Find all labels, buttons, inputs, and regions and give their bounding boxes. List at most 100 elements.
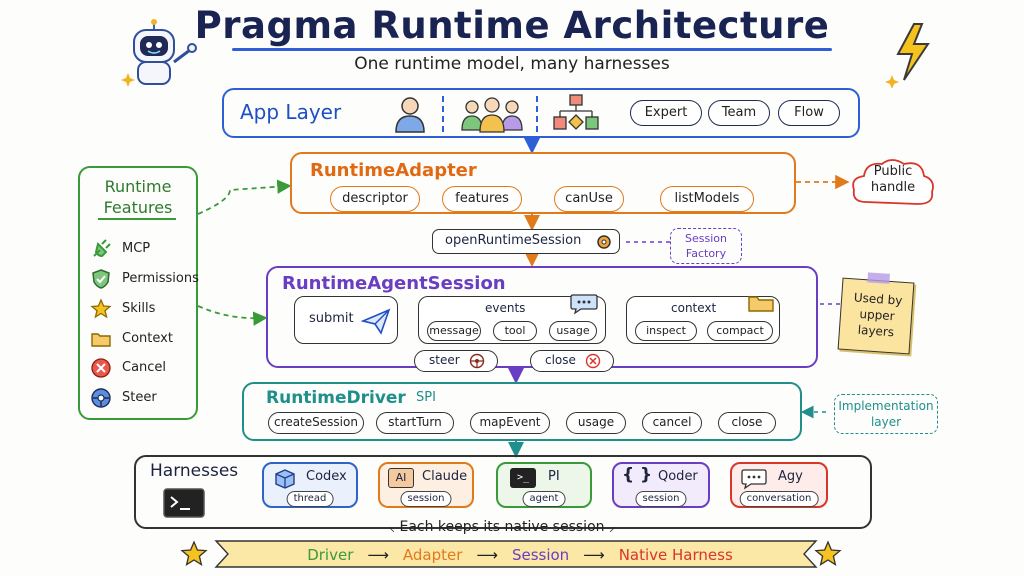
tape	[867, 272, 890, 284]
terminal-icon: >_	[510, 468, 536, 488]
star-icon	[180, 540, 208, 566]
session-factory-note: Session Factory	[670, 228, 742, 264]
braces-icon: { }	[622, 465, 653, 485]
harness-codex-name: Codex	[306, 469, 347, 484]
star-icon	[814, 540, 842, 566]
flow-step-driver: Driver	[307, 546, 354, 564]
page-title: Pragma Runtime Architecture	[194, 4, 830, 47]
descriptor-pill[interactable]: descriptor	[330, 186, 420, 212]
events-title: events	[485, 301, 526, 315]
features-pill[interactable]: features	[442, 186, 522, 212]
flow-banner: Driver ⟶ Adapter ⟶ Session ⟶ Native Harn…	[230, 544, 810, 566]
context-inspect-pill[interactable]: inspect	[635, 321, 697, 341]
feature-context: Context	[122, 331, 173, 346]
chat-bubble-icon	[570, 294, 598, 315]
context-compact-pill[interactable]: compact	[707, 321, 773, 341]
harness-qoder[interactable]: { } Qoder session	[612, 462, 710, 508]
star-icon	[90, 298, 112, 319]
team-button[interactable]: Team	[708, 100, 770, 126]
steer-button[interactable]: steer	[414, 350, 498, 372]
cloud-icon	[852, 159, 934, 205]
plug-icon	[93, 239, 111, 258]
harness-codex[interactable]: Codex thread	[262, 462, 358, 508]
start-turn-pill[interactable]: startTurn	[376, 412, 454, 434]
flow-step-adapter: Adapter	[402, 546, 463, 564]
harness-claude-name: Claude	[422, 469, 468, 484]
harnesses-footer: ⸜ Each keeps its native session ⸝	[372, 517, 632, 536]
ai-badge-icon: AI	[388, 468, 414, 488]
event-message-pill[interactable]: message	[427, 321, 481, 341]
app-layer-box: App Layer Expert Team Flow	[222, 88, 860, 138]
flow-diagram-icon	[553, 94, 599, 130]
divider	[536, 96, 538, 132]
app-layer-label: App Layer	[240, 100, 342, 124]
harness-agy-session: conversation	[739, 491, 819, 507]
context-box: context inspect compact	[626, 296, 780, 344]
cancel-pill[interactable]: cancel	[642, 412, 702, 434]
steering-wheel-icon	[91, 388, 111, 408]
listmodels-pill[interactable]: listModels	[660, 186, 754, 212]
runtime-driver-box: RuntimeDriver SPI createSession startTur…	[242, 382, 802, 441]
runtime-adapter-label: RuntimeAdapter	[310, 160, 477, 181]
arrow-right-icon: ⟶	[476, 546, 498, 564]
lightning-icon	[885, 23, 930, 88]
paper-plane-icon	[361, 308, 391, 335]
feature-cancel: Cancel	[122, 360, 167, 375]
terminal-icon	[163, 488, 205, 518]
close-icon	[585, 353, 601, 369]
gear-icon	[597, 235, 611, 249]
runtime-agent-session-box: RuntimeAgentSession submit events messag…	[266, 266, 818, 368]
map-event-pill[interactable]: mapEvent	[470, 412, 550, 434]
feature-mcp: MCP	[122, 241, 151, 256]
event-tool-pill[interactable]: tool	[493, 321, 537, 341]
events-box: events message tool usage	[418, 294, 606, 344]
harness-codex-session: thread	[286, 491, 334, 507]
create-session-pill[interactable]: createSession	[268, 412, 364, 434]
harness-pi-name: PI	[548, 469, 560, 484]
flow-step-native-harness: Native Harness	[618, 546, 733, 564]
feature-steer: Steer	[122, 390, 157, 405]
robot-mascot-icon	[121, 19, 197, 87]
harness-pi-session: agent	[522, 491, 566, 507]
footer-right-mark: ⸝	[604, 519, 616, 535]
flow-banner-ribbon	[214, 540, 818, 568]
harness-claude[interactable]: AI Claude session	[378, 462, 474, 508]
context-title: context	[671, 301, 717, 315]
submit-box[interactable]: submit	[294, 296, 398, 344]
harness-qoder-name: Qoder	[658, 469, 698, 484]
runtime-agent-session-label: RuntimeAgentSession	[282, 273, 506, 294]
arrow-right-icon: ⟶	[583, 546, 605, 564]
harnesses-footer-text: Each keeps its native session	[399, 519, 605, 535]
footer-left-mark: ⸜	[388, 519, 400, 535]
harness-qoder-session: session	[635, 491, 687, 507]
open-runtime-session-call[interactable]: openRuntimeSession	[432, 229, 620, 254]
canuse-pill[interactable]: canUse	[554, 186, 624, 212]
flow-step-session: Session	[511, 546, 570, 564]
implementation-layer-note: Implementation layer	[834, 394, 938, 434]
harnesses-box: Harnesses ⸜ Each keeps its native sessio…	[134, 455, 872, 535]
arrow-right-icon: ⟶	[367, 546, 389, 564]
runtime-driver-label: RuntimeDriver	[266, 388, 406, 408]
shield-icon	[92, 269, 110, 289]
divider	[442, 96, 444, 132]
harnesses-title: Harnesses	[150, 461, 239, 481]
sticky-note: Used by upper layers	[837, 272, 915, 355]
page-subtitle: One runtime model, many harnesses	[354, 54, 670, 74]
spi-tag: SPI	[416, 390, 436, 405]
harness-pi[interactable]: >_ PI agent	[496, 462, 592, 508]
expert-button[interactable]: Expert	[630, 100, 702, 126]
event-usage-pill[interactable]: usage	[549, 321, 597, 341]
person-icon	[395, 97, 425, 133]
harness-agy[interactable]: Agy conversation	[730, 462, 828, 508]
feature-skills: Skills	[122, 301, 156, 316]
close-label: close	[545, 353, 576, 367]
close-pill[interactable]: close	[718, 412, 776, 434]
harness-agy-name: Agy	[778, 469, 803, 484]
usage-pill[interactable]: usage	[566, 412, 626, 434]
chat-bubble-icon	[741, 469, 767, 490]
flow-button[interactable]: Flow	[778, 100, 840, 126]
cube-icon	[275, 469, 295, 489]
feature-permissions: Permissions	[122, 271, 199, 286]
open-runtime-session-label: openRuntimeSession	[445, 233, 582, 248]
close-button[interactable]: close	[530, 350, 614, 372]
